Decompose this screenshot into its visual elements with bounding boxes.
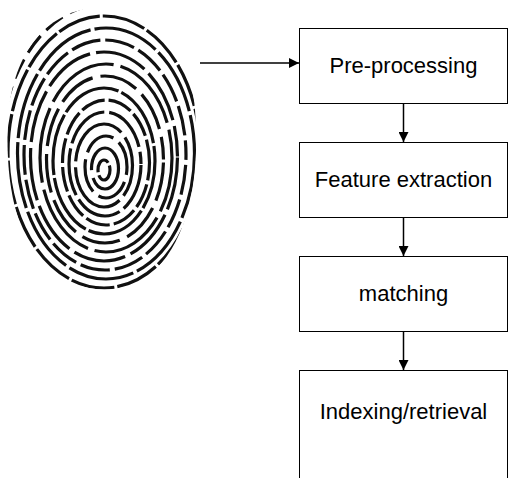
ridge-line (0, 0, 245, 342)
process-box: matching (299, 256, 508, 332)
flow-arrow (403, 218, 405, 256)
flow-arrow (403, 104, 405, 142)
ridge-line (2, 4, 209, 297)
ridge-line (92, 148, 119, 189)
flow-arrow (403, 332, 405, 370)
ridge-line (18, 28, 195, 279)
ridge-line (85, 136, 127, 198)
ridge-line (0, 0, 262, 360)
ridge-line (24, 40, 186, 270)
ridge-line (0, 0, 231, 324)
fingerprint-ridges (0, 0, 299, 405)
ridge-line (0, 0, 299, 405)
box-label: Indexing/retrieval (320, 399, 488, 425)
ridge-line (0, 0, 285, 387)
process-box: Indexing/retrieval (299, 370, 508, 478)
box-label: matching (359, 281, 448, 307)
box-label: Feature extraction (315, 167, 492, 193)
ridge-line (0, 0, 223, 315)
process-box: Feature extraction (299, 142, 508, 218)
ridge-line (69, 112, 141, 216)
ridge-line (31, 52, 178, 261)
ridge-line (63, 100, 150, 225)
ridge-line (98, 160, 110, 180)
process-box: Pre-processing (299, 28, 508, 104)
ridge-line (53, 88, 155, 234)
ridge-line (0, 0, 290, 396)
box-label: Pre-processing (330, 53, 478, 79)
ridge-line (40, 64, 172, 252)
ridge-line (76, 124, 133, 207)
ridge-line (47, 76, 164, 243)
ridge-line (0, 0, 254, 351)
ridge-line (0, 0, 217, 306)
ridge-line (0, 0, 276, 378)
ridge-line (0, 0, 268, 369)
ridge-line (8, 16, 200, 288)
input-arrow (200, 62, 299, 64)
ridge-line (0, 0, 240, 333)
